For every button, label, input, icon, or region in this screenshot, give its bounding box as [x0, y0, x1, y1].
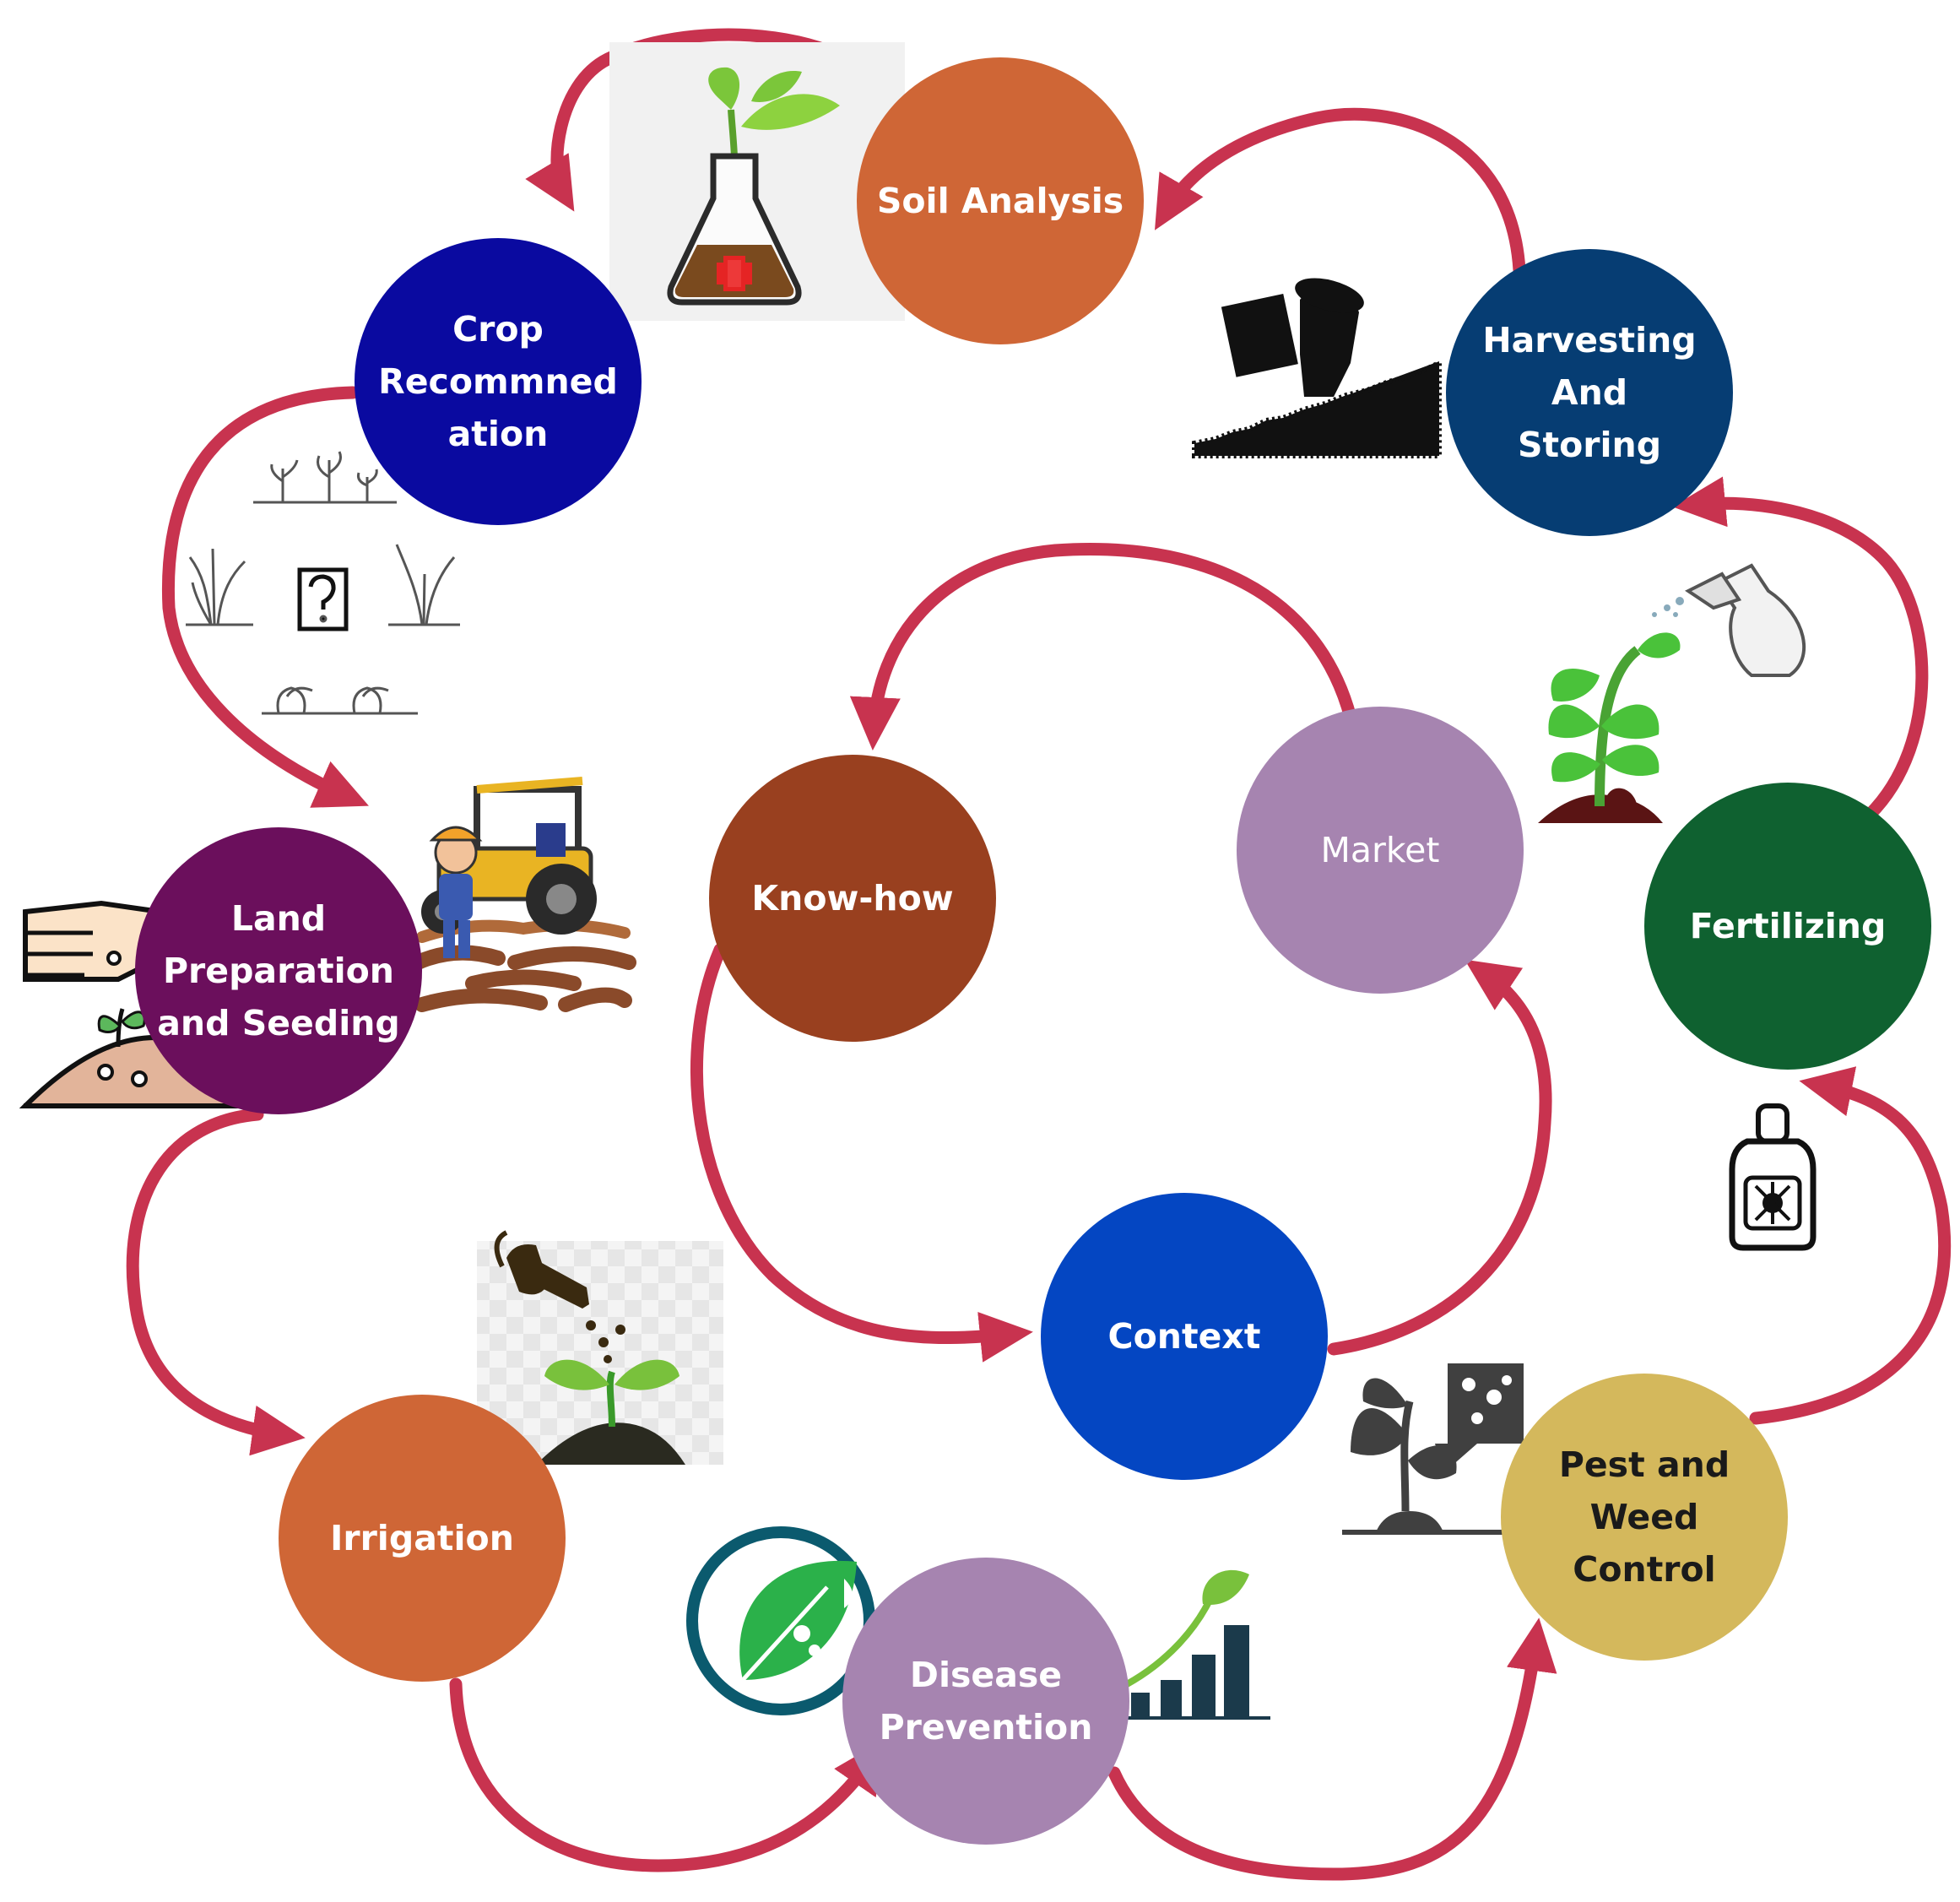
- arrow-harvest-to-soil: [1154, 107, 1526, 277]
- node-pest-weed: [1501, 1374, 1788, 1661]
- pest-on-plant-icon: [1342, 1363, 1524, 1535]
- watering-can-sprout-icon: [477, 1230, 723, 1465]
- node-fertilizing: [1644, 783, 1931, 1070]
- arrow-context-to-market: [1327, 959, 1552, 1356]
- arrow-disease-to-pest: [1107, 1618, 1557, 1881]
- farmer-harvesting-icon: [1192, 278, 1442, 458]
- node-know-how: [709, 755, 996, 1042]
- arrow-crop-to-land: [161, 386, 369, 808]
- flask-with-plant-icon: [609, 42, 905, 321]
- pesticide-bottle-icon: [1729, 1103, 1817, 1251]
- plant-growth-chart-icon: [1118, 1569, 1270, 1720]
- node-harvesting: [1446, 249, 1733, 536]
- crop-choice-icon: [186, 451, 460, 715]
- arrow-land-to-irrigation: [126, 1108, 306, 1456]
- spray-bottle-plant-icon: [1538, 563, 1806, 823]
- arrow-pest-to-fertilizing: [1749, 1066, 1952, 1425]
- tractor-farmer-icon: [410, 777, 636, 1012]
- node-context: [1041, 1193, 1328, 1480]
- node-soil-analysis: [857, 57, 1144, 344]
- node-irrigation: [279, 1395, 566, 1682]
- arrow-fertilizing-to-harvest: [1672, 476, 1929, 821]
- arrow-knowhow-to-context: [690, 943, 1033, 1363]
- node-crop-rec: [355, 238, 642, 525]
- diseased-leaf-icon: [686, 1526, 875, 1715]
- node-market: [1237, 707, 1524, 994]
- node-land-prep: [135, 827, 422, 1114]
- arrow-irrigation-to-disease: [449, 1677, 885, 1872]
- arrow-market-to-knowhow: [849, 543, 1357, 751]
- node-disease: [842, 1558, 1129, 1845]
